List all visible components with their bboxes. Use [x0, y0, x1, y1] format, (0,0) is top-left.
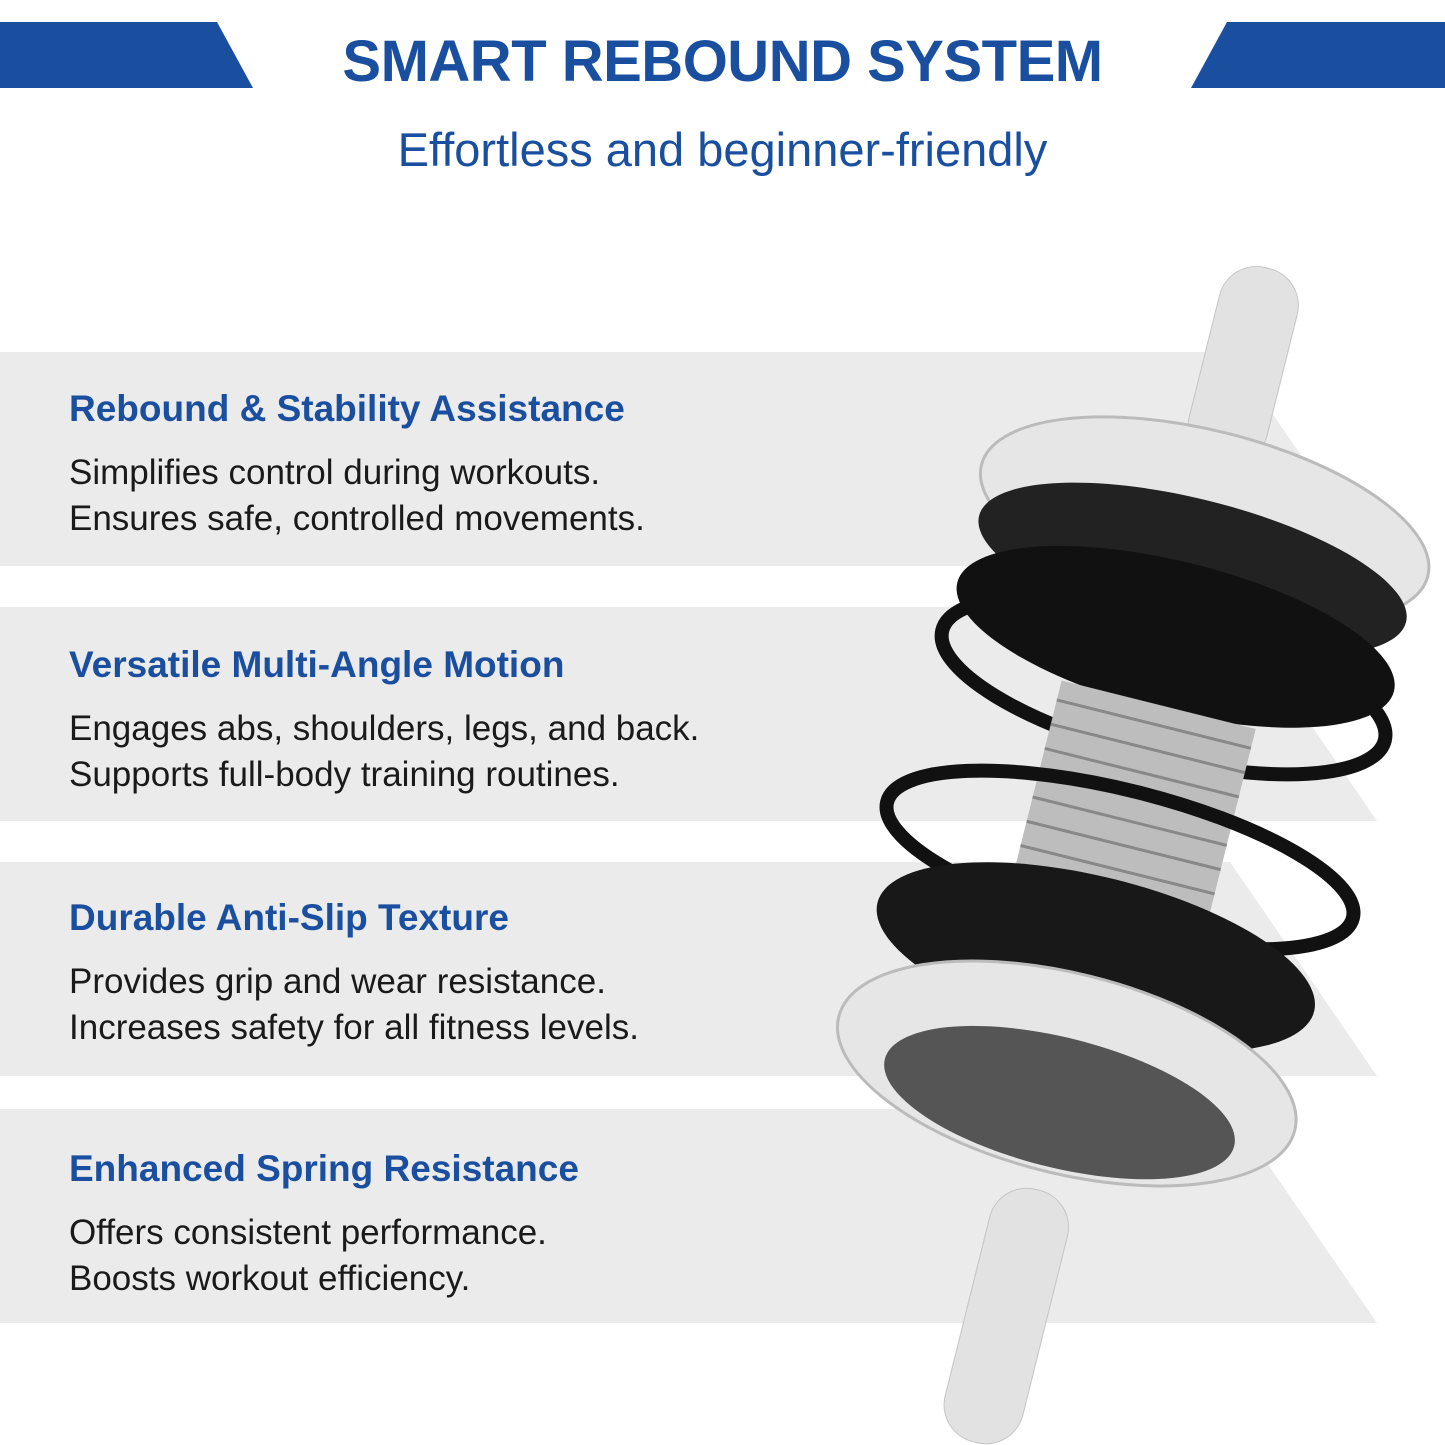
feature-title: Enhanced Spring Resistance — [69, 1148, 579, 1189]
feature-description: Engages abs, shoulders, legs, and back. — [69, 709, 700, 748]
feature-description: Provides grip and wear resistance. — [69, 962, 606, 1001]
page-subtitle: Effortless and beginner-friendly — [397, 123, 1048, 176]
feature-title: Durable Anti-Slip Texture — [69, 897, 509, 938]
header-banner-left — [0, 22, 253, 88]
feature-description: Boosts workout efficiency. — [69, 1259, 471, 1298]
header-banner-right — [1191, 22, 1445, 88]
feature-title: Rebound & Stability Assistance — [69, 388, 625, 429]
feature-description: Increases safety for all fitness levels. — [69, 1008, 639, 1047]
feature-title: Versatile Multi-Angle Motion — [69, 644, 565, 685]
feature-description: Simplifies control during workouts. — [69, 453, 601, 492]
page-title: SMART REBOUND SYSTEM — [342, 29, 1103, 94]
feature-description: Offers consistent performance. — [69, 1213, 547, 1252]
feature-description: Ensures safe, controlled movements. — [69, 499, 645, 538]
feature-description: Supports full-body training routines. — [69, 755, 620, 794]
